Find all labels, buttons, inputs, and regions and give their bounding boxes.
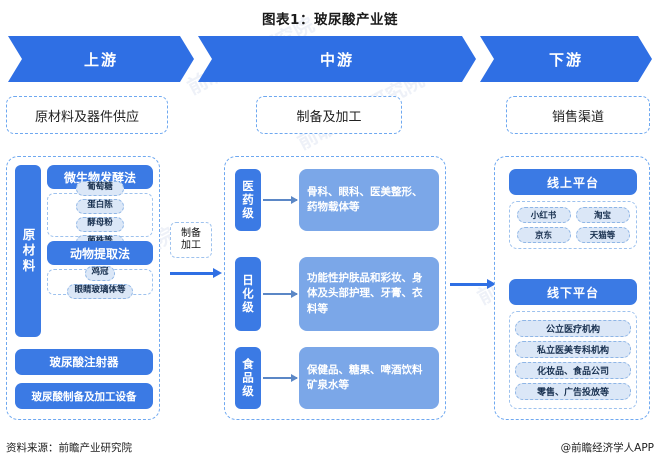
grade-label-food: 食品级 (235, 347, 261, 409)
equipment-injector: 玻尿酸注射器 (15, 349, 153, 375)
midstream-panel: 医药级 骨科、眼科、医美整形、药物载体等 日化级 功能性护肤品和彩妆、身体及头部… (224, 156, 446, 420)
channel-online-header: 线上平台 (509, 169, 637, 195)
list-item: 鸡冠 (85, 265, 115, 281)
equipment-production: 玻尿酸制备及加工设备 (15, 383, 153, 409)
grade-label-pharma: 医药级 (235, 169, 261, 231)
grade-label-cosmetic: 日化级 (235, 257, 261, 331)
list-item: 京东 (516, 227, 571, 243)
list-item: 化妆品、食品公司 (515, 362, 631, 379)
connector-line-2: 加工 (181, 240, 201, 251)
channel-offline-header: 线下平台 (509, 279, 637, 305)
microbial-fermentation-items: 葡萄糖 蛋白陈 酵母粉 菌株等 (47, 180, 153, 250)
list-item: 蛋白陈 (76, 198, 124, 214)
credit-note: @前瞻经济学人APP (560, 442, 654, 454)
upstream-panel: 原材料 微生物发酵法 葡萄糖 蛋白陈 酵母粉 菌株等 动物提取法 鸡冠 眼睛玻璃… (6, 156, 160, 420)
page-title: 图表1：玻尿酸产业链 (262, 12, 398, 28)
arrow-icon (263, 374, 298, 382)
downstream-panel: 线上平台 小红书 淘宝 京东 天猫等 线下平台 公立医疗机构 私立医美专科机构 … (494, 156, 650, 420)
stage-banner-upstream: 上游 (8, 36, 194, 82)
section-header-downstream: 销售渠道 (506, 96, 650, 134)
arrow-midstream-to-downstream (450, 279, 496, 289)
list-item: 酵母粉 (76, 216, 124, 232)
grade-content-food: 保健品、糖果、啤酒饮料矿泉水等 (299, 347, 439, 409)
list-item: 公立医疗机构 (515, 320, 631, 337)
arrow-upstream-to-midstream (170, 268, 222, 278)
connector-label-processing: 制备 加工 (170, 222, 212, 258)
section-header-upstream: 原材料及器件供应 (6, 96, 168, 134)
grade-content-cosmetic: 功能性护肤品和彩妆、身体及头部护理、牙膏、衣料等 (299, 257, 439, 331)
list-item: 零售、广告投放等 (515, 383, 631, 400)
section-header-midstream: 制备及加工 (256, 96, 402, 134)
grade-row-pharma: 医药级 骨科、眼科、医美整形、药物载体等 (235, 169, 439, 231)
list-item: 眼睛玻璃体等 (67, 283, 133, 299)
list-item: 天猫等 (575, 227, 630, 243)
connector-line-1: 制备 (181, 227, 201, 239)
source-note: 资料来源：前瞻产业研究院 (6, 442, 132, 454)
list-item: 葡萄糖 (76, 180, 124, 196)
stage-banner-row: 上游 中游 下游 (8, 36, 652, 82)
stage-banner-downstream: 下游 (480, 36, 652, 82)
raw-material-vertical-label: 原材料 (15, 165, 41, 337)
list-item: 小红书 (516, 207, 571, 223)
animal-extraction-items: 鸡冠 眼睛玻璃体等 (47, 265, 153, 299)
grade-row-food: 食品级 保健品、糖果、啤酒饮料矿泉水等 (235, 347, 439, 409)
method-animal-extraction: 动物提取法 (47, 241, 153, 265)
list-item: 私立医美专科机构 (515, 341, 631, 358)
channel-online-items: 小红书 淘宝 京东 天猫等 (509, 201, 637, 249)
list-item: 淘宝 (575, 207, 630, 223)
grade-row-cosmetic: 日化级 功能性护肤品和彩妆、身体及头部护理、牙膏、衣料等 (235, 257, 439, 331)
stage-banner-midstream: 中游 (198, 36, 476, 82)
grade-content-pharma: 骨科、眼科、医美整形、药物载体等 (299, 169, 439, 231)
channel-offline-items: 公立医疗机构 私立医美专科机构 化妆品、食品公司 零售、广告投放等 (509, 311, 637, 409)
arrow-icon (263, 290, 298, 298)
arrow-icon (263, 196, 298, 204)
